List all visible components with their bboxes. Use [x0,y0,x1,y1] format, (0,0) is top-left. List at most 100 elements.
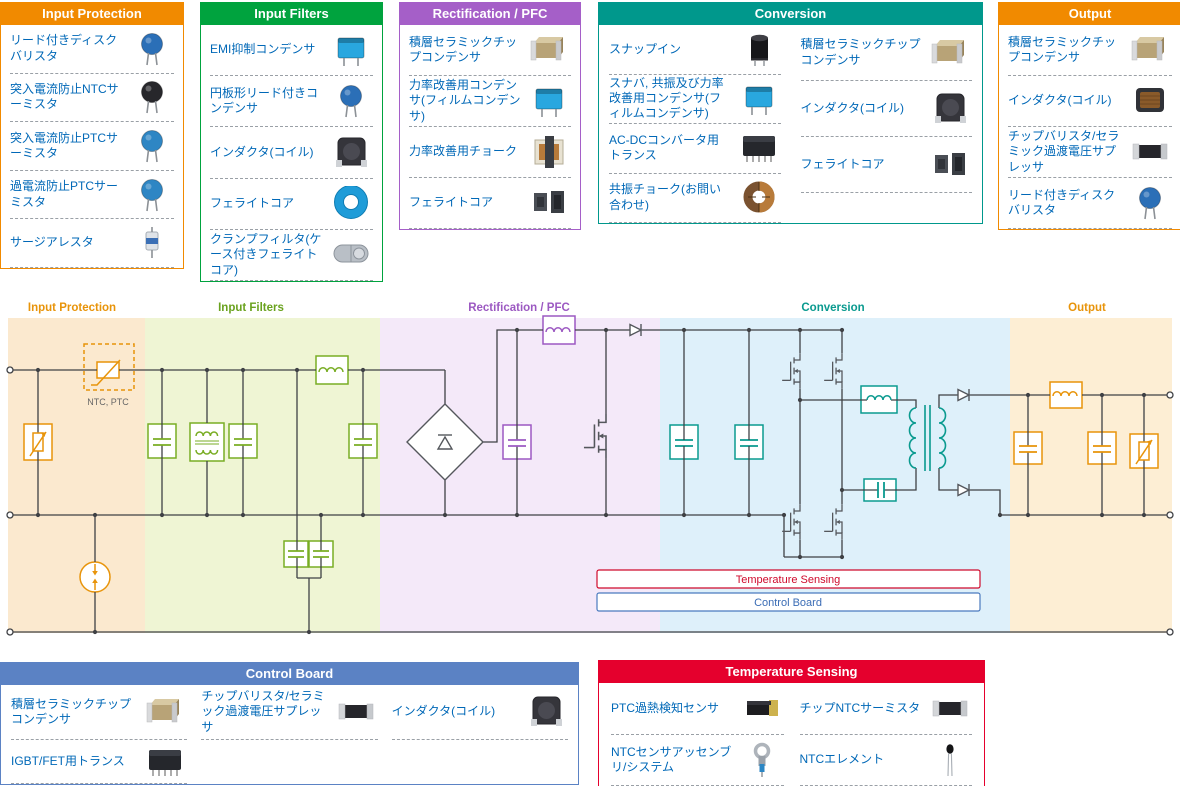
component-link[interactable]: リード付きディスクバリスタ [10,33,118,63]
component-link[interactable]: 過電流防止PTCサーミスタ [10,179,119,209]
component-link[interactable]: 突入電流防止PTCサーミスタ [10,130,119,160]
clamp-filter-icon [333,244,369,263]
chip-ntc-icon [932,700,968,716]
component-item[interactable]: 共振チョーク(お問い合わせ) [609,174,781,223]
component-item[interactable]: チップNTCサーミスタ [799,683,972,735]
component-link[interactable]: スナバ, 共振及び力率改善用コンデンサ(フィルムコンデンサ) [609,75,724,121]
component-item[interactable]: リード付きディスクバリスタ [10,25,174,74]
component-item[interactable]: NTCセンサアッセンブリ/システム [611,735,784,786]
component-link[interactable]: 積層セラミックチップコンデンサ [11,696,132,726]
component-link[interactable]: フェライトコア [409,195,494,210]
component-item[interactable]: インダクタ(コイル) [800,81,972,137]
component-item[interactable]: チップバリスタ/セラミック過渡電圧サプレッサ [1008,127,1172,178]
zone-label-output: Output [1068,302,1106,314]
component-link[interactable]: 力率改善用チョーク [409,144,518,159]
component-link[interactable]: チップバリスタ/セラミック過渡電圧サプレッサ [1008,128,1120,174]
control-board-box[interactable]: Control Board [596,592,981,612]
component-item[interactable]: 過電流防止PTCサーミスタ [10,171,174,220]
panel-output: Output 積層セラミックチップコンデンサ インダクタ(コイル) チップバリス… [998,2,1180,230]
ptc-thermistor-icon [140,178,164,212]
component-link[interactable]: 積層セラミックチップコンデンサ [409,34,518,64]
resonant-choke-icon [737,180,781,216]
component-link[interactable]: NTCエレメント [799,752,885,767]
temperature-sensing-box[interactable]: Temperature Sensing [596,569,981,589]
component-item[interactable]: 積層セラミックチップコンデンサ [11,685,188,740]
component-link[interactable]: インダクタ(コイル) [210,144,314,159]
component-link[interactable]: EMI抑制コンデンサ [210,42,316,57]
component-item[interactable]: 積層セラミックチップコンデンサ [409,25,571,76]
component-item[interactable]: チップバリスタ/セラミック過渡電圧サプレッサ [201,685,378,740]
component-link[interactable]: 積層セラミックチップコンデンサ [800,37,921,67]
component-link[interactable]: インダクタ(コイル) [391,704,496,719]
component-link[interactable]: AC-DCコンバータ用トランス [609,132,719,163]
ferrite-core-icon [935,152,965,175]
temperature-sensing-box-label[interactable]: Temperature Sensing [736,574,841,586]
panel-input-filters: Input Filters EMI抑制コンデンサ 円板形リード付きコンデンサ イ… [200,2,383,282]
ground-terminal [6,628,14,636]
x-capacitor-plates [153,438,372,446]
panel-temperature-sensing: Temperature Sensing PTC過熱検知センサ チップNTCサーミ… [598,660,985,786]
component-item[interactable]: サージアレスタ [10,219,174,268]
component-link[interactable]: PTC過熱検知センサ [611,700,720,715]
component-link[interactable]: 突入電流防止NTCサーミスタ [10,82,119,112]
component-link[interactable]: 円板形リード付きコンデンサ [210,85,319,116]
component-item[interactable]: AC-DCコンバータ用トランス [609,124,781,174]
transformer-primary [908,407,917,469]
chip-varistor-icon [1132,143,1168,160]
component-item[interactable]: フェライトコア [409,178,571,229]
panel-temperature-sensing-header: Temperature Sensing [599,661,984,683]
component-item[interactable]: インダクタ(コイル) [210,127,373,179]
component-link[interactable]: チップバリスタ/セラミック過渡電圧サプレッサ [201,688,325,734]
transformer-icon [741,135,776,163]
component-item[interactable]: クランプフィルタ(ケース付きフェライトコア) [210,230,373,282]
ground-terminal [1166,628,1174,636]
component-item[interactable]: スナバ, 共振及び力率改善用コンデンサ(フィルムコンデンサ) [609,75,781,124]
ntc-ptc-symbol [91,359,121,386]
component-link[interactable]: サージアレスタ [10,235,94,250]
transformer-secondary [938,407,947,469]
component-item[interactable]: PTC過熱検知センサ [611,683,784,735]
component-link[interactable]: IGBT/FET用トランス [11,753,125,768]
output-terminal [1166,511,1174,519]
transformer [908,405,947,471]
component-item[interactable]: 積層セラミックチップコンデンサ [800,25,972,81]
component-item[interactable]: フェライトコア [210,179,373,230]
circuit-diagram: Input Protection Input Filters Rectifica… [6,302,1174,636]
component-link[interactable]: 積層セラミックチップコンデンサ [1008,34,1117,64]
component-item[interactable]: 積層セラミックチップコンデンサ [1008,25,1172,76]
output-diode [957,483,971,497]
component-item[interactable]: インダクタ(コイル) [1008,76,1172,127]
component-item[interactable]: インダクタ(コイル) [391,685,568,740]
component-link[interactable]: スナップイン [609,41,682,56]
component-link[interactable]: フェライトコア [210,196,295,211]
drum-inductor-icon [1135,87,1165,113]
component-link[interactable]: フェライトコア [800,156,885,171]
component-item[interactable]: 力率改善用チョーク [409,127,571,178]
component-link[interactable]: 共振チョーク(お問い合わせ) [609,182,721,212]
component-link[interactable]: インダクタ(コイル) [800,100,905,115]
component-item[interactable]: フェライトコア [800,137,972,193]
y-capacitor-box [283,540,309,568]
component-item[interactable]: スナップイン [609,25,781,75]
ferrite-core-icon [534,191,564,213]
component-item[interactable]: 突入電流防止NTCサーミスタ [10,74,174,123]
orange-symbols [29,359,1153,590]
component-item[interactable]: 力率改善用コンデンサ(フィルムコンデンサ) [409,76,571,127]
film-capacitor-icon [535,88,563,118]
component-link[interactable]: インダクタ(コイル) [1008,93,1112,108]
component-link[interactable]: NTCセンサアッセンブリ/システム [611,744,732,774]
varistor-symbol [32,432,44,452]
component-item[interactable]: 突入電流防止PTCサーミスタ [10,122,174,171]
component-link[interactable]: 力率改善用コンデンサ(フィルムコンデンサ) [409,77,521,123]
component-link[interactable]: リード付きディスクバリスタ [1008,187,1116,217]
component-item[interactable]: NTCエレメント [799,735,972,786]
component-item[interactable]: 円板形リード付きコンデンサ [210,76,373,128]
input-terminal [6,511,14,519]
component-item[interactable]: IGBT/FET用トランス [11,740,188,784]
component-link[interactable]: クランプフィルタ(ケース付きフェライトコア) [210,231,322,277]
component-item[interactable]: EMI抑制コンデンサ [210,25,373,77]
control-board-box-label[interactable]: Control Board [754,597,822,609]
component-item[interactable]: リード付きディスクバリスタ [1008,178,1172,229]
component-link[interactable]: チップNTCサーミスタ [799,700,921,715]
ntc-thermistor-icon [140,81,164,115]
